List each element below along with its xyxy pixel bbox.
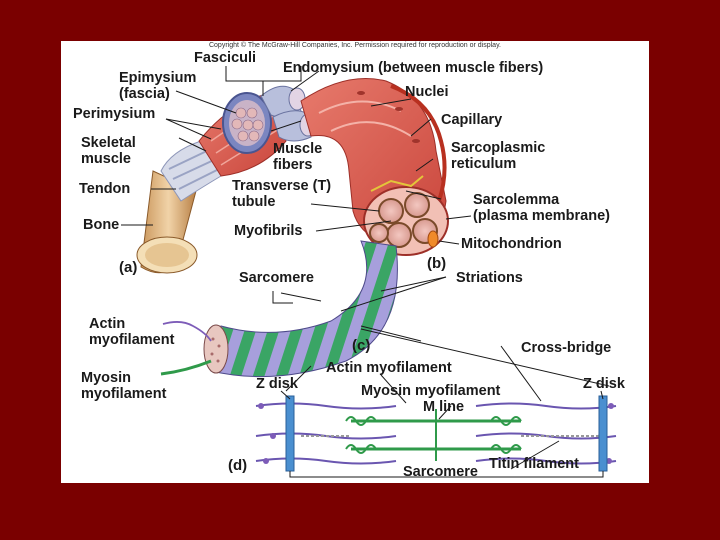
label-skeletal-muscle-line2: muscle	[81, 151, 131, 167]
mitochondrion-shape	[427, 230, 439, 248]
label-t-tubule-line1: Transverse (T)	[232, 178, 332, 194]
label-actin-myofilament: Actin myofilament	[326, 360, 452, 376]
sarcomere-diagram	[255, 395, 617, 472]
label-bone: Bone	[83, 217, 120, 233]
slide-canvas: Copyright © The McGraw-Hill Companies, I…	[61, 41, 649, 483]
label-capillary: Capillary	[441, 112, 503, 128]
label-cross-bridge: Cross-bridge	[521, 340, 612, 356]
label-mitochondrion: Mitochondrion	[461, 236, 562, 252]
label-muscle-fibers-line2: fibers	[273, 157, 313, 173]
label-myofibrils: Myofibrils	[234, 223, 303, 239]
label-skeletal-muscle-line1: Skeletal	[81, 135, 136, 151]
label-sarcolemma-line2: (plasma membrane)	[473, 208, 610, 224]
label-striations: Striations	[456, 270, 523, 286]
label-t-tubule-line2: tubule	[232, 194, 276, 210]
myofibril	[203, 240, 398, 378]
label-epimysium-line2: (fascia)	[119, 86, 170, 102]
capillary-vessel	[390, 84, 447, 202]
label-z-disk-right: Z disk	[583, 376, 625, 392]
tendon	[160, 140, 222, 202]
fiber-cross-section	[363, 175, 449, 256]
label-nuclei: Nuclei	[405, 84, 449, 100]
leader-lines	[121, 66, 610, 478]
label-z-disk-left: Z disk	[256, 376, 298, 392]
label-myosin-line2: myofilament	[81, 386, 167, 402]
label-sarcolemma-line1: Sarcolemma	[473, 192, 560, 208]
label-endomysium: Endomysium (between muscle fibers)	[283, 60, 544, 76]
label-titin-filament: Titin filament	[489, 456, 579, 472]
actin-strand	[162, 321, 212, 342]
label-sarcoplasmic-reticulum-line1: Sarcoplasmic	[451, 140, 546, 156]
label-actin-line1: Actin	[89, 316, 126, 332]
copyright-notice: Copyright © The McGraw-Hill Companies, I…	[208, 42, 501, 49]
myosin-strand	[160, 359, 212, 376]
panel-label-d: (d)	[228, 457, 248, 474]
muscle-structure-illustration	[121, 66, 617, 478]
label-m-line: M line	[423, 399, 465, 415]
label-myosin-line1: Myosin	[81, 370, 131, 386]
label-sarcoplasmic-reticulum-line2: reticulum	[451, 156, 517, 172]
label-myosin-myofilament: Myosin myofilament	[361, 383, 501, 399]
label-epimysium-line1: Epimysium	[119, 70, 197, 86]
label-sarcomere-bottom: Sarcomere	[403, 464, 478, 480]
label-fasciculi: Fasciculi	[194, 50, 257, 66]
panel-label-c: (c)	[352, 337, 371, 354]
sarcoplasmic-reticulum-network	[370, 175, 424, 192]
label-sarcomere-top: Sarcomere	[239, 270, 314, 286]
fascicle-cross-section	[222, 92, 272, 154]
panel-label-b: (b)	[427, 255, 447, 272]
label-actin-line2: myofilament	[89, 332, 175, 348]
fasciculi-bundles	[260, 85, 317, 142]
panel-label-a: (a)	[119, 259, 138, 276]
label-muscle-fibers-line1: Muscle	[273, 141, 323, 157]
label-perimysium: Perimysium	[73, 106, 156, 122]
label-tendon: Tendon	[79, 181, 131, 197]
